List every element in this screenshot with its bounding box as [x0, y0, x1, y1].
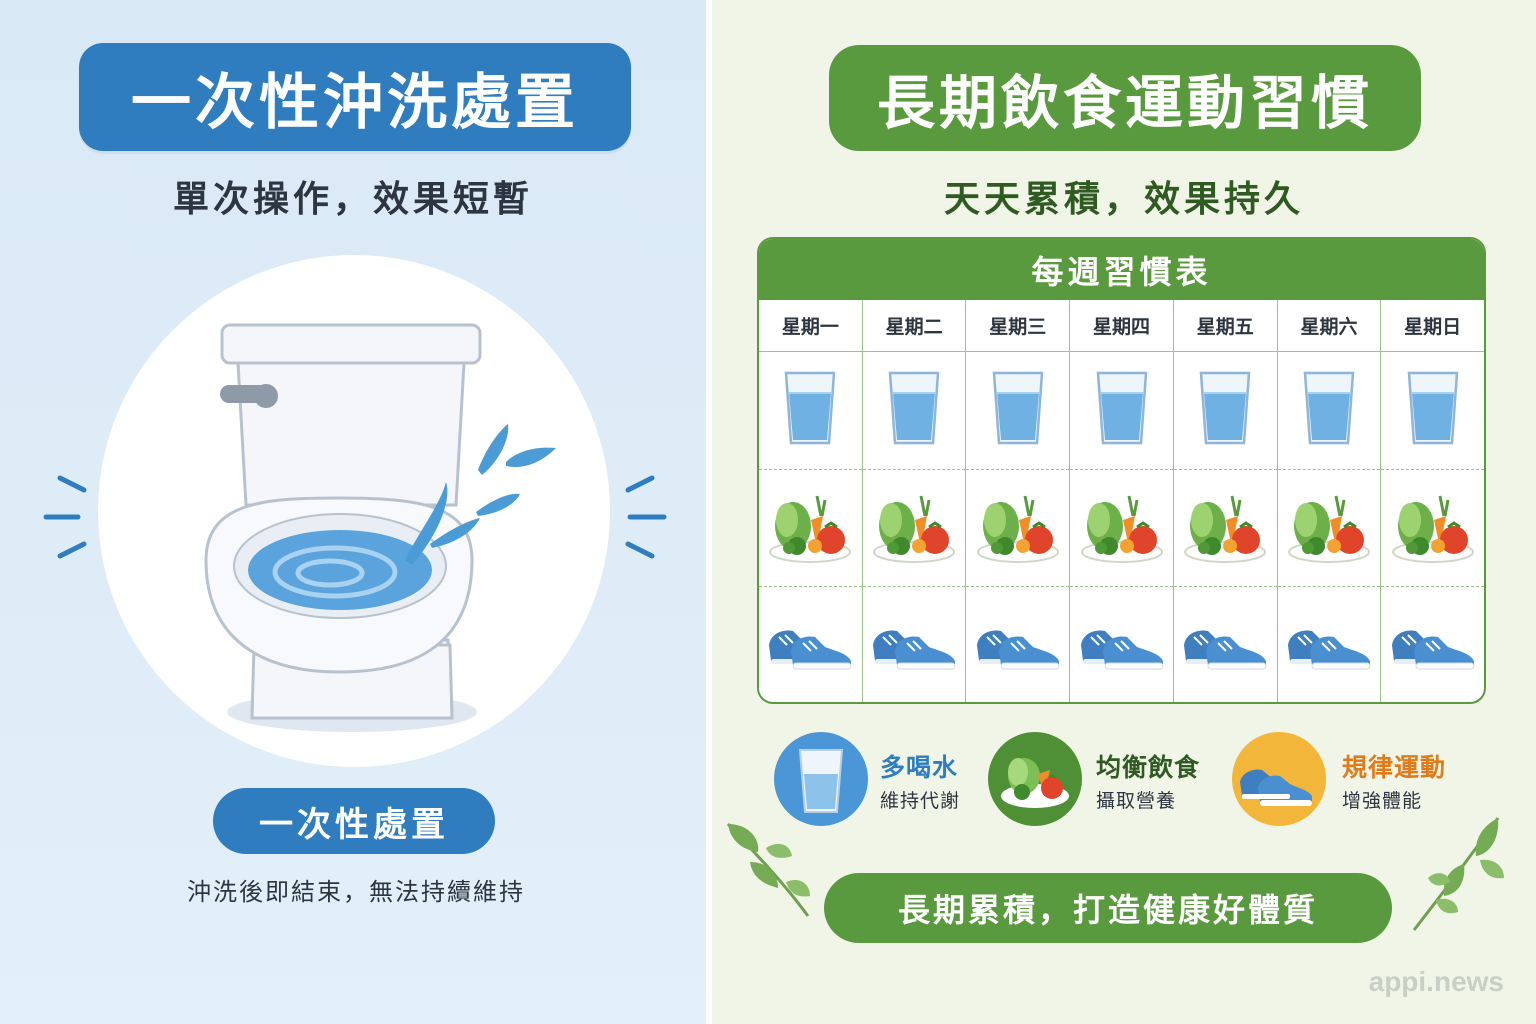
legend-water-title: 多喝水	[880, 753, 959, 782]
right-title: 長期飲食運動習慣	[829, 45, 1421, 151]
habit-cell	[1173, 586, 1277, 702]
habit-cell	[1277, 469, 1381, 586]
habit-cell	[1174, 352, 1277, 469]
day-column	[1173, 352, 1278, 702]
sneakers-icon	[765, 615, 855, 675]
leaf-branch-left-icon	[726, 822, 810, 917]
habit-cell	[1278, 352, 1381, 469]
legend-exercise-desc: 增強體能	[1342, 790, 1423, 812]
day-label: 星期二	[863, 300, 967, 351]
legend-water: 多喝水 維持代謝	[774, 730, 984, 830]
day-label: 星期四	[1070, 300, 1174, 351]
sneakers-icon	[1240, 769, 1312, 806]
table-title: 每週習慣表	[759, 239, 1484, 300]
habit-cell	[1070, 586, 1173, 702]
water-glass-icon	[988, 369, 1048, 453]
right-subtitle: 天天累積，效果持久	[943, 179, 1304, 220]
water-glass-icon	[1092, 369, 1152, 453]
toilet-icon	[43, 323, 667, 732]
water-glass-icon	[780, 369, 840, 453]
legend-diet: 均衡飲食 攝取營養	[988, 730, 1218, 830]
panel-divider	[706, 0, 712, 1024]
sneakers-icon	[869, 615, 959, 675]
day-label: 星期六	[1278, 300, 1382, 351]
left-badge: 一次性處置	[213, 788, 495, 854]
legend-exercise: 規律運動 增強體能	[1232, 730, 1472, 830]
water-glass-icon	[884, 369, 944, 453]
vegetables-icon	[871, 486, 957, 570]
legend-diet-circle	[988, 732, 1082, 826]
habit-cell	[966, 586, 1070, 702]
vegetables-icon	[1001, 758, 1069, 808]
habit-cell	[863, 352, 966, 469]
vegetables-icon	[1390, 486, 1476, 570]
vegetables-icon	[767, 486, 853, 570]
left-subtitle: 單次操作，效果短暫	[172, 179, 533, 220]
day-label: 星期一	[759, 300, 863, 351]
legend-water-desc: 維持代謝	[880, 790, 961, 812]
table-grid	[759, 352, 1484, 702]
water-glass-icon	[798, 749, 844, 813]
legend-exercise-circle	[1232, 732, 1326, 826]
vegetables-icon	[1182, 486, 1268, 570]
day-column	[759, 352, 863, 702]
right-footer-badge: 長期累積，打造健康好體質	[824, 873, 1392, 943]
sneakers-icon	[1388, 615, 1478, 675]
water-glass-icon	[1195, 369, 1255, 453]
day-label: 星期三	[966, 300, 1071, 351]
habit-cell	[1277, 586, 1381, 702]
day-column	[1381, 352, 1484, 702]
day-column	[862, 352, 967, 702]
sneakers-icon	[1180, 615, 1270, 675]
leaf-branch-right-icon	[1412, 817, 1504, 931]
legend-water-circle	[774, 732, 868, 826]
day-column	[1277, 352, 1382, 702]
habit-cell	[1381, 469, 1484, 586]
habit-cell	[1070, 352, 1173, 469]
vegetables-icon	[975, 486, 1061, 570]
habit-cell	[862, 469, 966, 586]
habit-cell	[759, 352, 862, 469]
habit-cell	[862, 586, 966, 702]
vegetables-icon	[1286, 486, 1372, 570]
habit-cell	[1173, 469, 1277, 586]
habit-cell	[1381, 352, 1484, 469]
legend-exercise-title: 規律運動	[1342, 753, 1447, 782]
legend-diet-desc: 攝取營養	[1096, 790, 1177, 812]
watermark: appi.news	[1368, 966, 1504, 997]
habit-cell	[759, 586, 862, 702]
water-glass-icon	[1403, 369, 1463, 453]
sneakers-icon	[973, 615, 1063, 675]
weekly-habit-table: 每週習慣表 星期一 星期二 星期三 星期四 星期五 星期六 星期日	[757, 237, 1486, 704]
day-column	[966, 352, 1071, 702]
left-title: 一次性沖洗處置	[79, 43, 631, 151]
day-column	[1070, 352, 1174, 702]
habit-cell	[1070, 469, 1173, 586]
water-glass-icon	[1299, 369, 1359, 453]
vegetables-icon	[1079, 486, 1165, 570]
left-description: 沖洗後即結束，無法持續維持	[187, 878, 525, 906]
table-days-row: 星期一 星期二 星期三 星期四 星期五 星期六 星期日	[759, 300, 1484, 352]
habit-cell	[759, 469, 862, 586]
habit-cell	[966, 469, 1070, 586]
habit-cell	[1381, 586, 1484, 702]
sneakers-icon	[1284, 615, 1374, 675]
day-label: 星期五	[1174, 300, 1278, 351]
sneakers-icon	[1077, 615, 1167, 675]
legend-diet-title: 均衡飲食	[1096, 753, 1201, 782]
habit-cell	[966, 352, 1069, 469]
day-label: 星期日	[1404, 316, 1462, 338]
